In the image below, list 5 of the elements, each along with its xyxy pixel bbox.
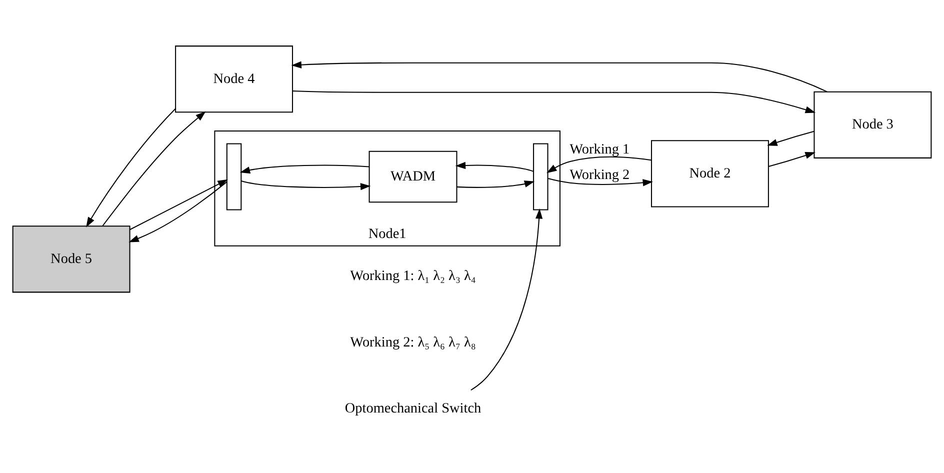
label: Working 1: λ₁ λ₂ λ₃ λ₄ bbox=[350, 268, 476, 284]
label: Working 2: λ₅ λ₆ λ₇ λ₈ bbox=[350, 334, 476, 350]
edge-label: Working 1 bbox=[570, 142, 630, 158]
edge-label: Working 2 bbox=[570, 166, 630, 183]
node-text: Optomechanical Switch bbox=[344, 400, 482, 416]
